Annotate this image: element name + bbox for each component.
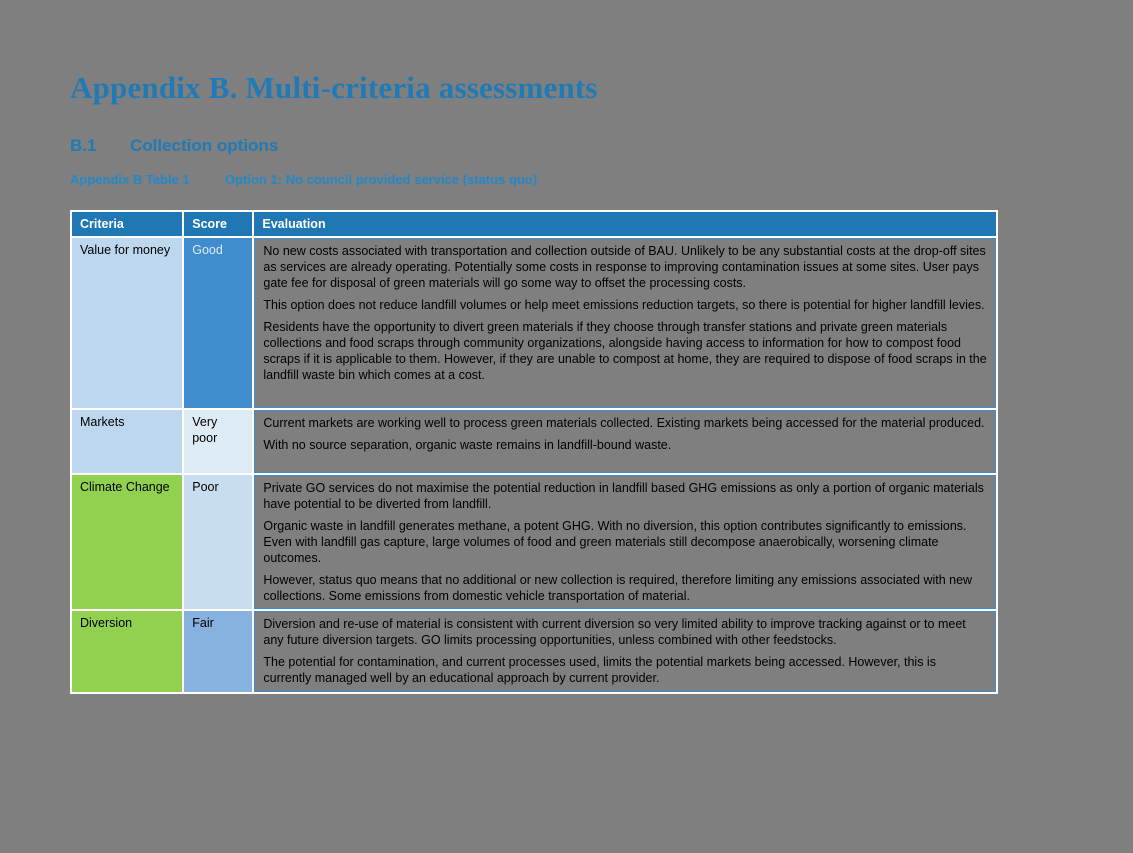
score-cell: Good: [184, 238, 253, 408]
evaluation-paragraph: Residents have the opportunity to divert…: [263, 320, 987, 382]
section-heading: B.1 Collection options: [70, 136, 1068, 156]
table-row-diversion: Diversion Fair Diversion and re-use of m…: [72, 611, 996, 692]
table-row-markets: Markets Very poor Current markets are wo…: [72, 410, 996, 473]
table-row-climate-change: Climate Change Poor Private GO services …: [72, 475, 996, 609]
evaluation-paragraph: Diversion and re-use of material is cons…: [263, 617, 966, 647]
table-header-row: Criteria Score Evaluation: [72, 212, 996, 236]
criteria-cell: Value for money: [72, 238, 183, 408]
document-page: Appendix B. Multi-criteria assessments B…: [0, 70, 1133, 853]
score-cell: Fair: [184, 611, 253, 692]
table-caption-label: Appendix B Table 1: [70, 172, 190, 187]
evaluation-paragraph: This option does not reduce landfill vol…: [263, 298, 985, 312]
criteria-cell: Climate Change: [72, 475, 183, 609]
header-score: Score: [184, 212, 253, 236]
table-caption-text: Option 1: No council provided service (s…: [225, 172, 538, 187]
score-cell: Very poor: [184, 410, 253, 473]
score-cell: Poor: [184, 475, 253, 609]
criteria-cell: Markets: [72, 410, 183, 473]
evaluation-paragraph: The potential for contamination, and cur…: [263, 655, 936, 685]
header-evaluation: Evaluation: [254, 212, 996, 236]
evaluation-cell: Current markets are working well to proc…: [254, 410, 996, 473]
assessment-table: Criteria Score Evaluation Value for mone…: [70, 210, 998, 694]
table-caption: Appendix B Table 1 Option 1: No council p…: [70, 172, 1068, 188]
evaluation-paragraph: Current markets are working well to proc…: [263, 416, 985, 430]
evaluation-cell: No new costs associated with transportat…: [254, 238, 996, 408]
evaluation-paragraph: Organic waste in landfill generates meth…: [263, 519, 967, 565]
evaluation-cell: Private GO services do not maximise the …: [254, 475, 996, 609]
section-title: Collection options: [130, 136, 279, 155]
evaluation-paragraph: No new costs associated with transportat…: [263, 244, 986, 290]
evaluation-paragraph: However, status quo means that no additi…: [263, 573, 973, 603]
page-title: Appendix B. Multi-criteria assessments: [70, 70, 598, 105]
criteria-cell: Diversion: [72, 611, 183, 692]
header-criteria: Criteria: [72, 212, 183, 236]
evaluation-paragraph: Private GO services do not maximise the …: [263, 481, 984, 511]
section-number: B.1: [70, 136, 97, 155]
table-row-value-for-money: Value for money Good No new costs associ…: [72, 238, 996, 408]
evaluation-paragraph: With no source separation, organic waste…: [263, 438, 672, 452]
evaluation-cell: Diversion and re-use of material is cons…: [254, 611, 996, 692]
